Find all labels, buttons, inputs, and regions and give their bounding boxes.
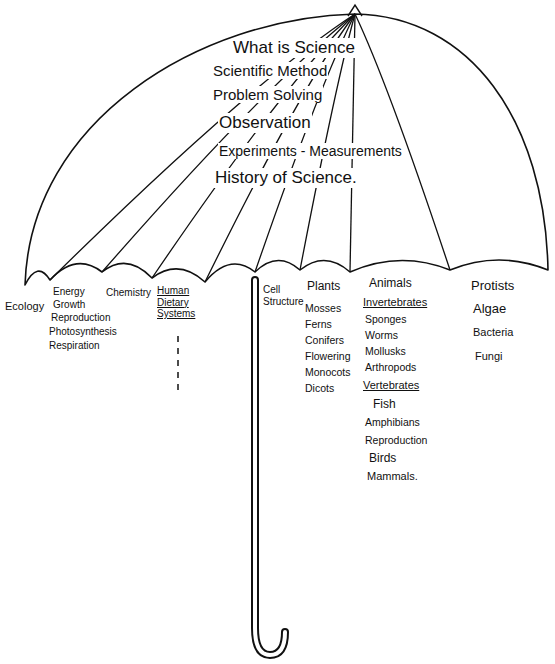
topic-item: Bacteria xyxy=(472,326,514,339)
topic-item: Respiration xyxy=(48,340,101,352)
branch-label: Chemistry xyxy=(105,287,152,299)
umbrella-canopy: What is ScienceScientific MethodProblem … xyxy=(0,0,555,292)
branch-label: Protists xyxy=(470,279,515,294)
topic-item: Birds xyxy=(368,452,397,466)
topic-line: Problem Solving xyxy=(212,86,323,103)
topic-item: Ferns xyxy=(304,318,333,330)
branch-label: Animals xyxy=(368,277,413,291)
topic-item: Amphibians xyxy=(364,416,421,428)
main-topic: What is Science xyxy=(232,38,356,58)
topic-item: Arthropods xyxy=(364,361,417,373)
topic-item: Worms xyxy=(364,329,399,341)
topic-item: Reproduction xyxy=(50,312,111,324)
group-heading: Invertebrates xyxy=(362,296,428,309)
topic-line: Scientific Method xyxy=(212,62,328,79)
topic-item: Photosynthesis xyxy=(48,326,118,338)
topic-line: Observation xyxy=(218,113,312,133)
topic-item: Sponges xyxy=(364,313,407,325)
topic-item: Mollusks xyxy=(364,345,407,357)
group-heading: Vertebrates xyxy=(362,379,420,392)
branch-label: Human Dietary Systems xyxy=(156,285,206,320)
dashed-line xyxy=(177,336,179,392)
branch-label: Energy xyxy=(52,286,86,298)
topic-item: Monocots xyxy=(304,366,352,378)
topic-item: Algae xyxy=(472,302,507,317)
topic-item: Reproduction xyxy=(364,434,428,446)
topic-item: Dicots xyxy=(304,382,335,394)
topic-item: Growth xyxy=(52,299,86,311)
branch-label: Cell Structure xyxy=(262,284,300,307)
topic-item: Mammals. xyxy=(366,470,419,483)
topic-item: Conifers xyxy=(304,334,345,346)
topic-item: Fungi xyxy=(474,350,504,363)
topic-item: Flowering xyxy=(304,350,352,362)
topic-line: History of Science. xyxy=(214,168,358,188)
branch-label: Ecology xyxy=(4,300,45,313)
topic-line: Experiments - Measurements xyxy=(218,143,403,159)
topic-item: Fish xyxy=(372,398,397,412)
topic-item: Mosses xyxy=(304,302,342,314)
branch-label: Plants xyxy=(306,280,341,294)
